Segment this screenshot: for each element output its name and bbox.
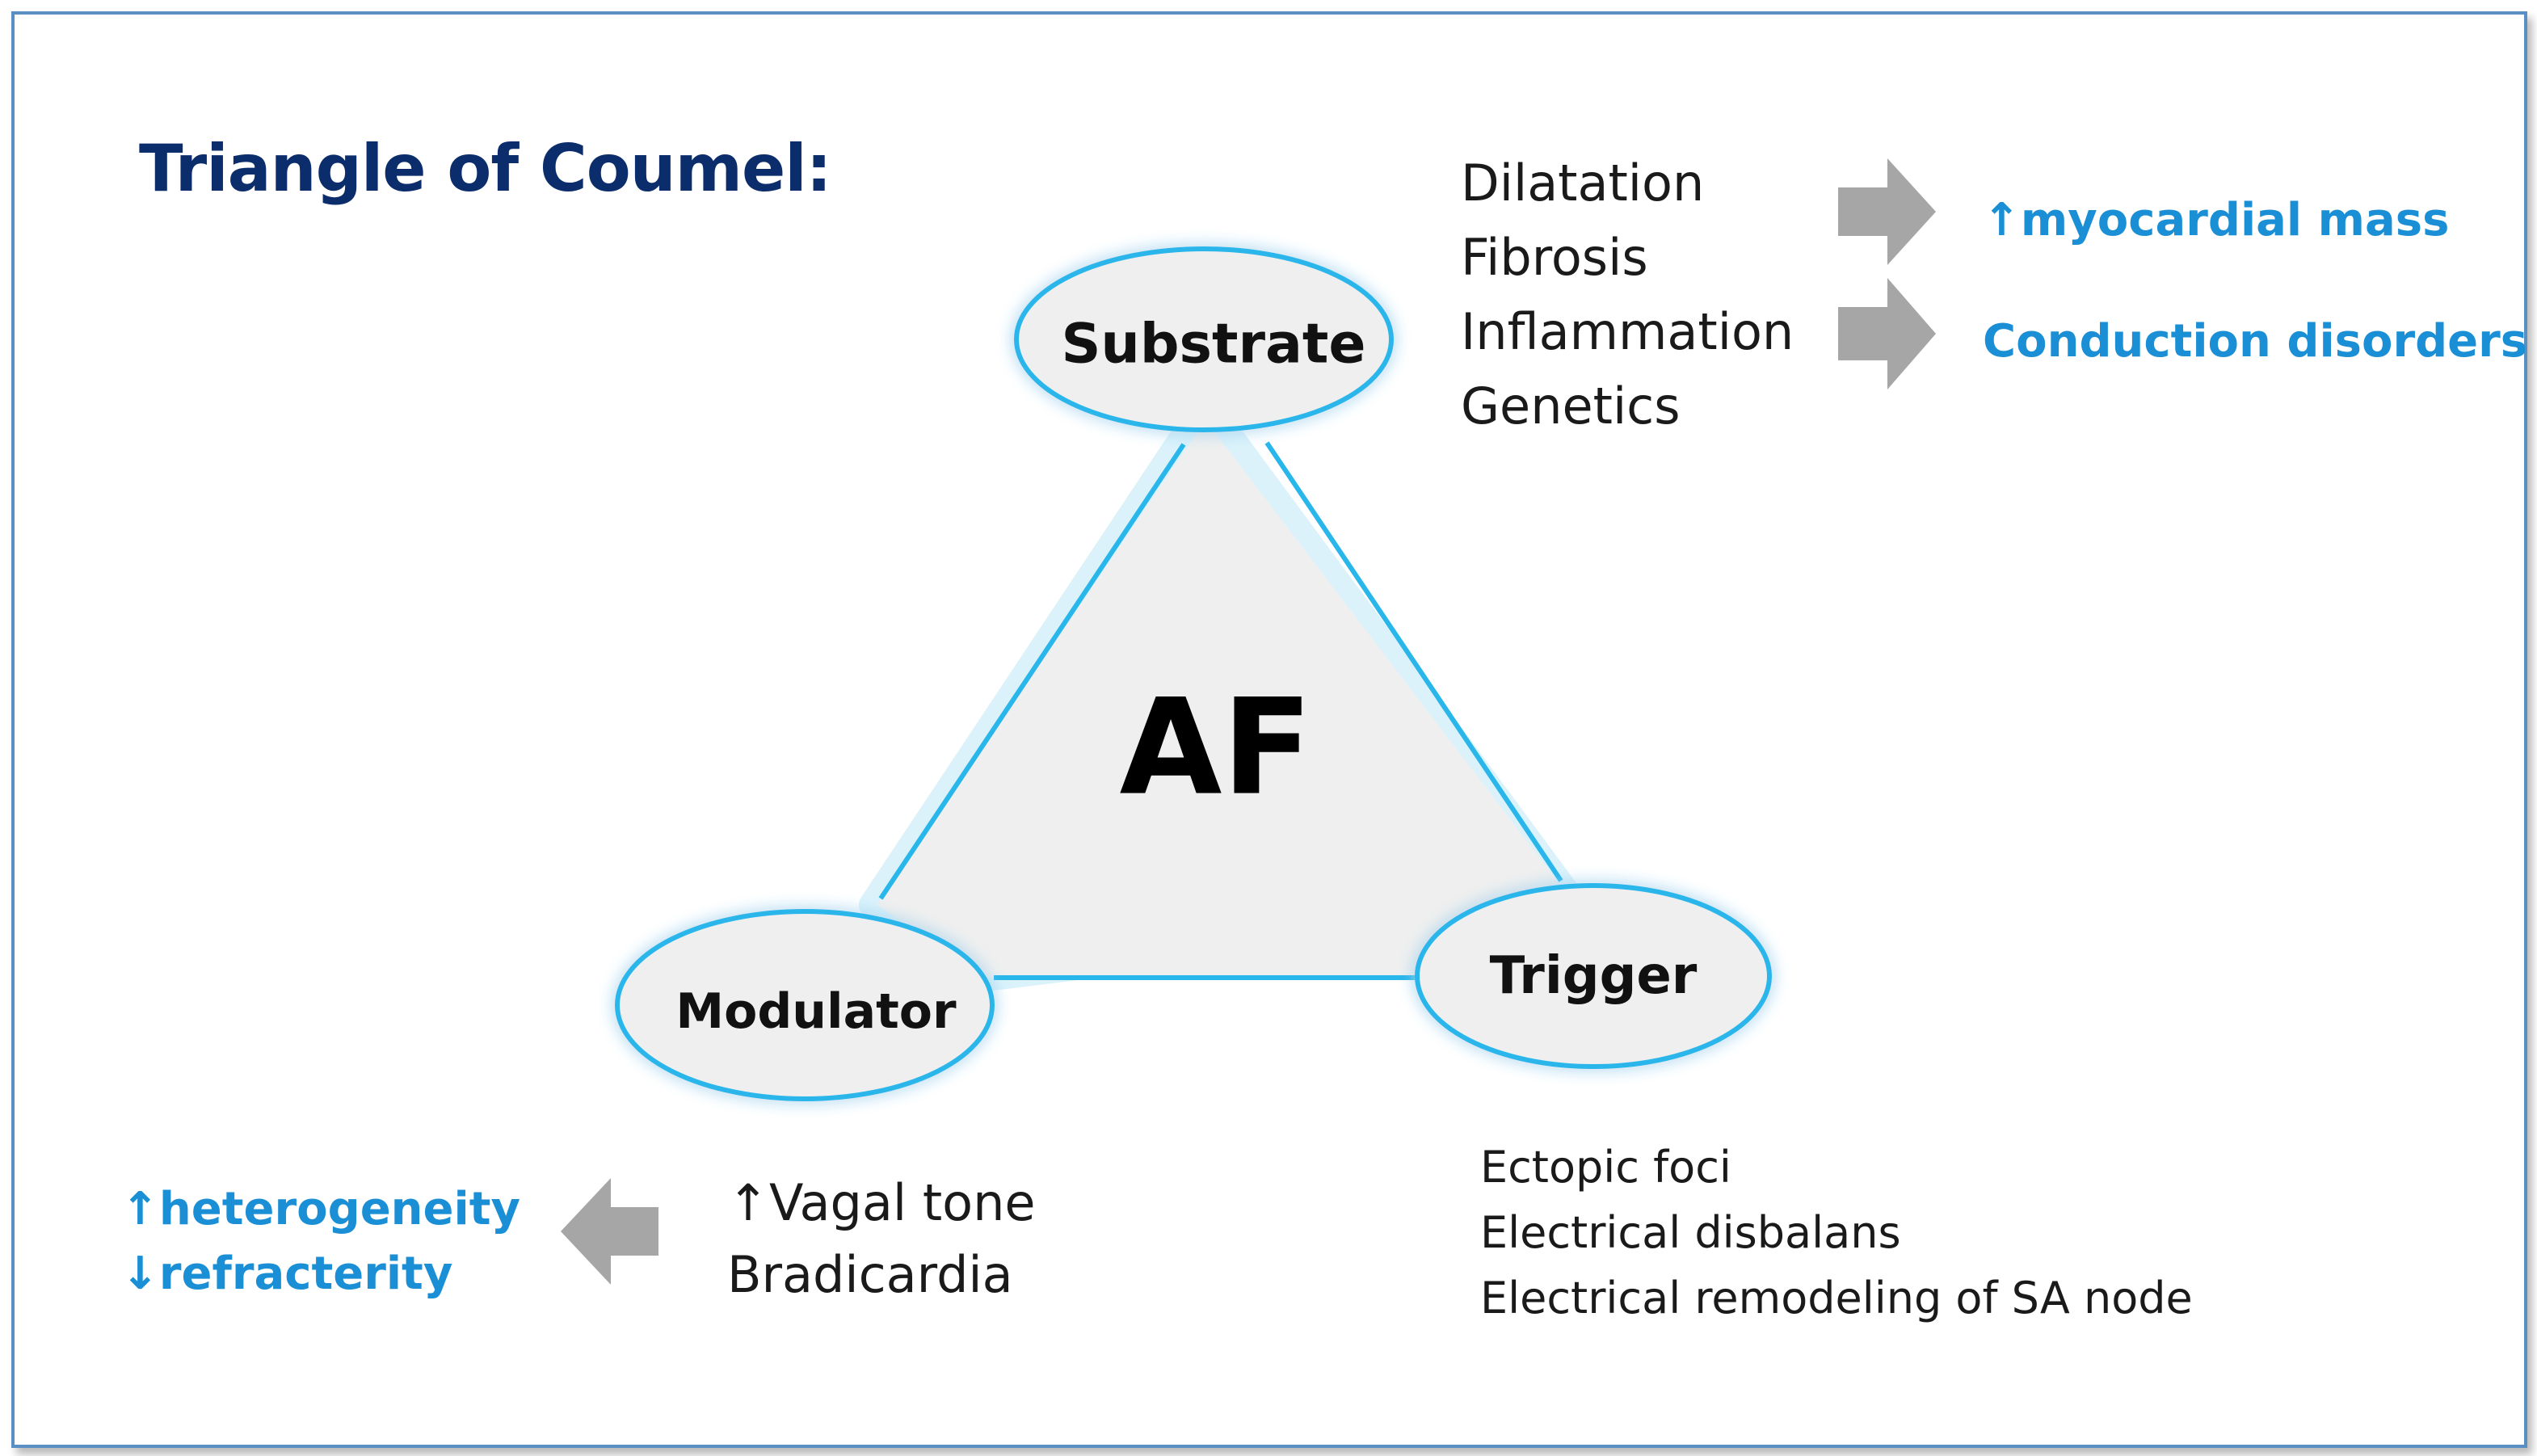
- modulator-effect: ↓refracterity: [121, 1248, 453, 1300]
- trigger-factor-list: Ectopic foci Electrical disbalans Electr…: [1480, 1146, 2193, 1342]
- modulator-factor: ↑Vagal tone: [727, 1173, 1036, 1232]
- substrate-factor: Genetics: [1461, 377, 1681, 436]
- right-arrow-icon: [1838, 278, 1936, 389]
- substrate-label: Substrate: [1061, 312, 1366, 377]
- diagram-title: Triangle of Coumel:: [139, 131, 832, 206]
- substrate-node: [1014, 246, 1394, 432]
- substrate-effect: Conduction disorders: [1983, 315, 2528, 368]
- modulator-effect: ↑heterogeneity: [121, 1183, 520, 1235]
- modulator-factor: Bradicardia: [727, 1245, 1013, 1304]
- substrate-factor: Inflammation: [1461, 302, 1794, 361]
- substrate-factor-list: Dilatation Fibrosis Inflammation Genetic…: [1461, 158, 1794, 456]
- trigger-factor: Ectopic foci: [1480, 1142, 1731, 1193]
- trigger-label: Trigger: [1489, 946, 1698, 1006]
- substrate-effect: ↑myocardial mass: [1983, 194, 2450, 246]
- modulator-label: Modulator: [675, 983, 957, 1040]
- right-arrow-icon: [1838, 158, 1936, 265]
- substrate-factor: Fibrosis: [1461, 228, 1648, 287]
- af-label: AF: [1119, 670, 1313, 825]
- left-arrow-icon: [561, 1178, 658, 1285]
- modulator-factor-list: ↑Vagal tone Bradicardia: [727, 1178, 1036, 1322]
- triangle-edge-left: [878, 443, 1186, 900]
- substrate-factor: Dilatation: [1461, 154, 1705, 213]
- triangle-edge-right: [1264, 441, 1563, 882]
- modulator-node: [615, 909, 995, 1101]
- trigger-node: [1415, 883, 1772, 1069]
- af-triangle: [877, 420, 1576, 978]
- trigger-factor: Electrical disbalans: [1480, 1207, 1901, 1258]
- trigger-factor: Electrical remodeling of SA node: [1480, 1273, 2193, 1323]
